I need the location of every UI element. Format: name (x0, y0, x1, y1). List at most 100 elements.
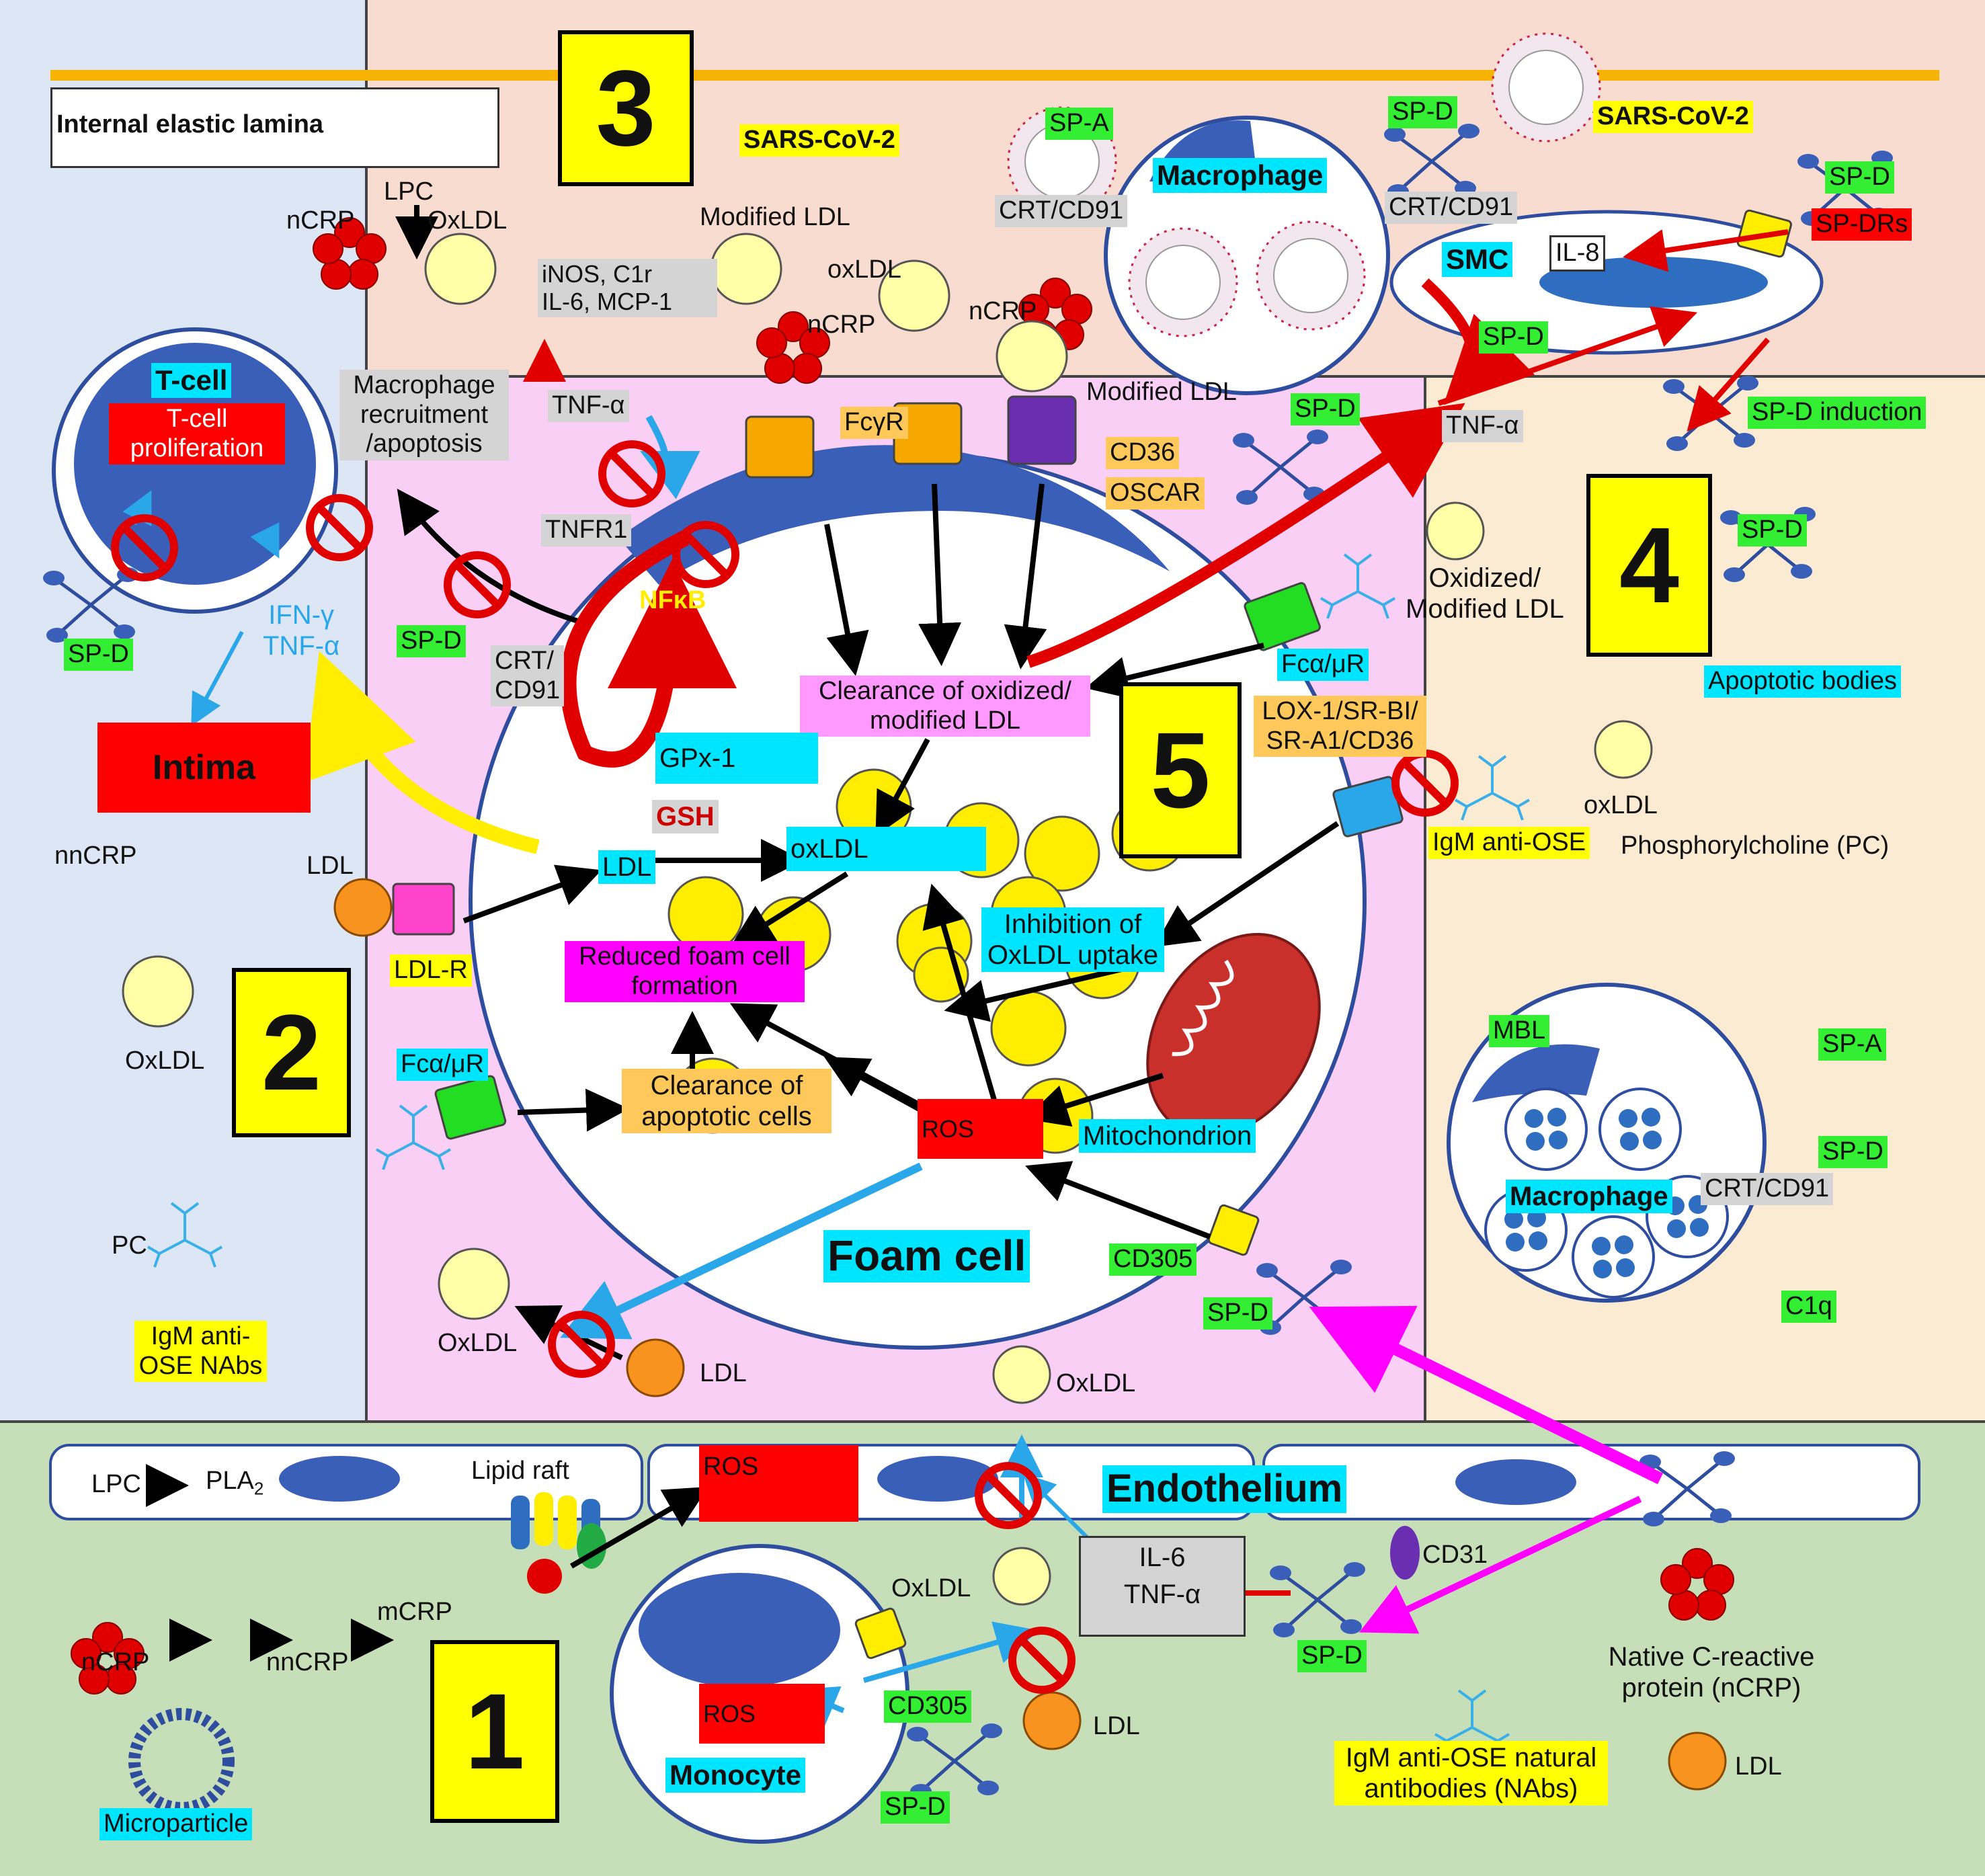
microparticle-label: Microparticle (99, 1808, 253, 1840)
lox1-receptors-label: LOX-1/SR-BI/SR-A1/CD36 (1254, 696, 1426, 758)
nncrp-label-2: nnCRP (54, 842, 137, 870)
pla2-label: PLA2 (206, 1467, 264, 1499)
ldl-r-label: LDL-R (390, 954, 472, 987)
lipid-raft-shape (511, 1492, 606, 1594)
sp-a-label-3: SP-A (1045, 108, 1113, 140)
fca-mur-label-r: Fcα/μR (1277, 649, 1369, 681)
microparticle-shape (128, 1708, 235, 1814)
sp-d-label-endo: SP-D (1297, 1640, 1367, 1672)
sp-drs-label: SP-DRs (1812, 208, 1912, 241)
ncrp-label-3a: nCRP (807, 311, 876, 339)
tnf-alpha-label-l: TNF-α (548, 390, 629, 422)
pc-label: PC (112, 1231, 147, 1260)
phosphorylcholine-label: Phosphorylcholine (PC) (1621, 831, 1890, 860)
fcyr-label: FcγR (840, 407, 908, 439)
sp-d-label-tcell: SP-D (64, 639, 133, 671)
ros-label-foam: ROS (918, 1099, 1043, 1159)
fca-mur-label-l: Fcα/μR (397, 1049, 489, 1081)
oscar-label: OSCAR (1106, 477, 1205, 509)
il-8-label: IL-8 (1549, 235, 1606, 272)
endothelial-cell (1262, 1444, 1920, 1520)
mbl-label: MBL (1489, 1015, 1550, 1047)
sp-d-induction-label: SP-D induction (1748, 397, 1927, 429)
oxldl-label-4: oxLDL (1584, 791, 1658, 819)
ldl-label-legend: LDL (1735, 1752, 1782, 1781)
ncrp-label-top: nCRP (286, 206, 355, 235)
ldl-label-5a: LDL (700, 1359, 747, 1387)
gsh-label: GSH (652, 800, 719, 833)
igm-anti-ose-nabs-label: IgM anti-OSE NAbs (134, 1321, 267, 1383)
modified-ldl-label: Modified LDL (700, 203, 850, 231)
apoptotic-bodies-label: Apoptotic bodies (1704, 665, 1901, 698)
gpx1-label: GPx-1 (655, 733, 818, 784)
oxldl-label-3: oxLDL (827, 255, 901, 284)
mcrp-label: mCRP (377, 1598, 452, 1626)
foam-cell-nucleus (618, 445, 1170, 585)
region-number-5: 5 (1119, 682, 1242, 858)
ros-label-endo: ROS (699, 1445, 858, 1522)
ros-label-monocyte: ROS (699, 1684, 825, 1744)
region-number-4: 4 (1586, 474, 1712, 657)
nncrp-label-bottom: nnCRP (266, 1648, 349, 1676)
macrophage-label-3: Macrophage (1153, 158, 1328, 194)
ncrp-label-bottom: nCRP (81, 1648, 150, 1676)
cd31-label: CD31 (1422, 1541, 1488, 1569)
yellow-arrow (305, 651, 540, 854)
tnf-alpha-label-r: TNF-α (1442, 410, 1523, 442)
oxldl-reduced-label: oxLDL (786, 827, 986, 871)
crt-cd91-label-l: CRT/CD91 (491, 645, 565, 707)
crt-cd91-label-4: CRT/CD91 (1701, 1173, 1834, 1205)
sp-d-label-3a: SP-D (1388, 96, 1457, 128)
region-number-3: 3 (558, 30, 694, 186)
sars-cov-2-label-right: SARS-CoV-2 (1593, 101, 1753, 133)
modified-ldl-label-2: Modified LDL (1086, 378, 1237, 406)
nfkb-label: NFκB (639, 586, 706, 614)
foam-cell-label: Foam cell (823, 1230, 1030, 1282)
c1q-label: C1q (1781, 1291, 1836, 1323)
sp-d-label-crt: SP-D (397, 625, 466, 657)
smc-label: SMC (1442, 242, 1513, 278)
ldl-label-endo: LDL (1093, 1712, 1140, 1740)
endothelium-label: Endothelium (1102, 1465, 1347, 1513)
ldl-label-2: LDL (307, 852, 354, 880)
internal-elastic-lamina-label: Internal elastic lamina (50, 87, 499, 168)
oxidized-modified-ldl-label: Oxidized/Modified LDL (1406, 563, 1564, 624)
oxldl-label-2: OxLDL (125, 1047, 205, 1075)
cd36-label: CD36 (1106, 437, 1180, 469)
lipid-raft-label: Lipid raft (471, 1457, 569, 1485)
intima-label: Intima (97, 723, 311, 813)
sp-d-label-cd305: SP-D (1203, 1297, 1272, 1330)
tnfr1-label: TNFR1 (541, 514, 632, 546)
igm-anti-ose-label-r: IgM anti-OSE (1428, 827, 1590, 859)
ncrp-label-3b: nCRP (969, 297, 1037, 325)
region-number-2: 2 (232, 968, 351, 1137)
internal-elastic-lamina-line (50, 70, 1939, 81)
crt-cd91-label-3a: CRT/CD91 (995, 195, 1128, 227)
lpc-label: LPC (384, 177, 434, 206)
region-number-1: 1 (430, 1640, 559, 1823)
sp-d-label-mono: SP-D (881, 1791, 950, 1824)
macrophage-label-4: Macrophage (1506, 1180, 1672, 1213)
lpc-label-bottom: LPC (91, 1470, 141, 1498)
oxldl-label-5a: OxLDL (438, 1329, 518, 1357)
monocyte-label: Monocyte (665, 1758, 806, 1793)
crt-cd91-label-3b: CRT/CD91 (1385, 192, 1518, 224)
oxldl-label-top: OxLDL (428, 206, 508, 235)
sp-d-label-4b: SP-D (1818, 1136, 1888, 1168)
sp-d-label-3b: SP-D (1825, 161, 1894, 194)
sp-d-label-3c: SP-D (1479, 321, 1548, 354)
mitochondrion-label: Mitochondrion (1079, 1119, 1256, 1153)
clearance-oxidized-label: Clearance of oxidized/modified LDL (800, 676, 1090, 737)
sp-a-label-4: SP-A (1818, 1028, 1886, 1061)
t-cell-label: T-cell (151, 363, 232, 399)
